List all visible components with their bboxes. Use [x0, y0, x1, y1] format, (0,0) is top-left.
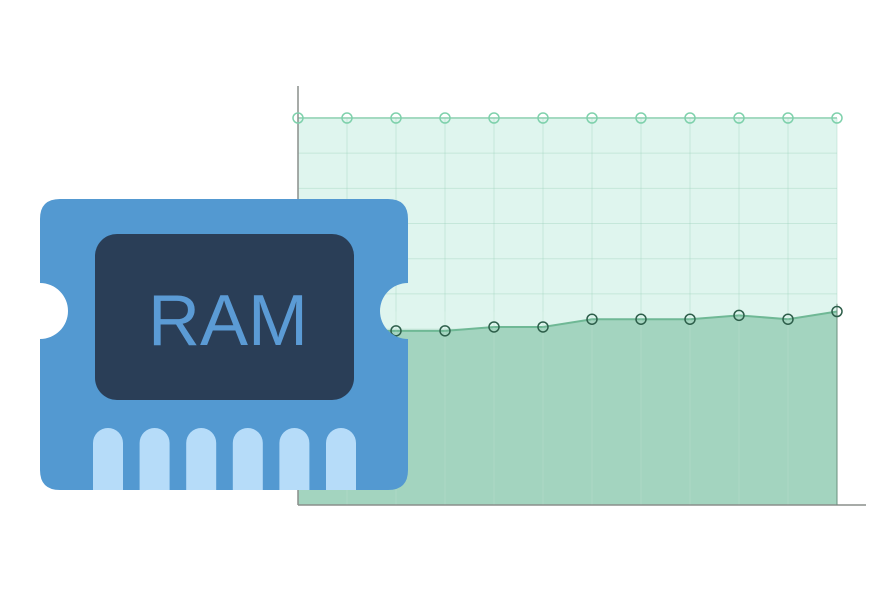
capacity-point [292, 112, 304, 124]
capacity-point [390, 112, 402, 124]
ram-chip-pins [93, 428, 356, 490]
ram-label: RAM [148, 281, 308, 361]
usage-point [390, 325, 402, 337]
ram-pin [93, 428, 123, 490]
usage-point [635, 313, 647, 325]
ram-pin [139, 428, 170, 490]
ram-pin [186, 428, 217, 490]
capacity-point [782, 112, 794, 124]
capacity-point [488, 112, 500, 124]
ram-pin [232, 428, 263, 490]
usage-point [831, 305, 843, 318]
usage-point [586, 313, 598, 325]
chart-markers [292, 112, 843, 337]
ram-chip-icon: RAM [40, 199, 408, 490]
capacity-point [635, 112, 647, 124]
ram-pin [326, 428, 356, 490]
capacity-point [684, 112, 696, 124]
capacity-point [586, 112, 598, 124]
usage-point [537, 321, 549, 333]
usage-point [733, 309, 745, 322]
capacity-point [537, 112, 549, 124]
capacity-point [439, 112, 451, 124]
capacity-point [341, 112, 353, 124]
usage-point [488, 321, 500, 333]
ram-pin [279, 428, 310, 490]
usage-point [782, 313, 794, 325]
usage-point [684, 313, 696, 325]
capacity-point [733, 112, 745, 124]
usage-line [298, 310, 838, 332]
usage-point [439, 325, 451, 337]
ram-chip-screen [95, 234, 354, 400]
capacity-point [831, 112, 843, 124]
usage-area [298, 311, 837, 505]
